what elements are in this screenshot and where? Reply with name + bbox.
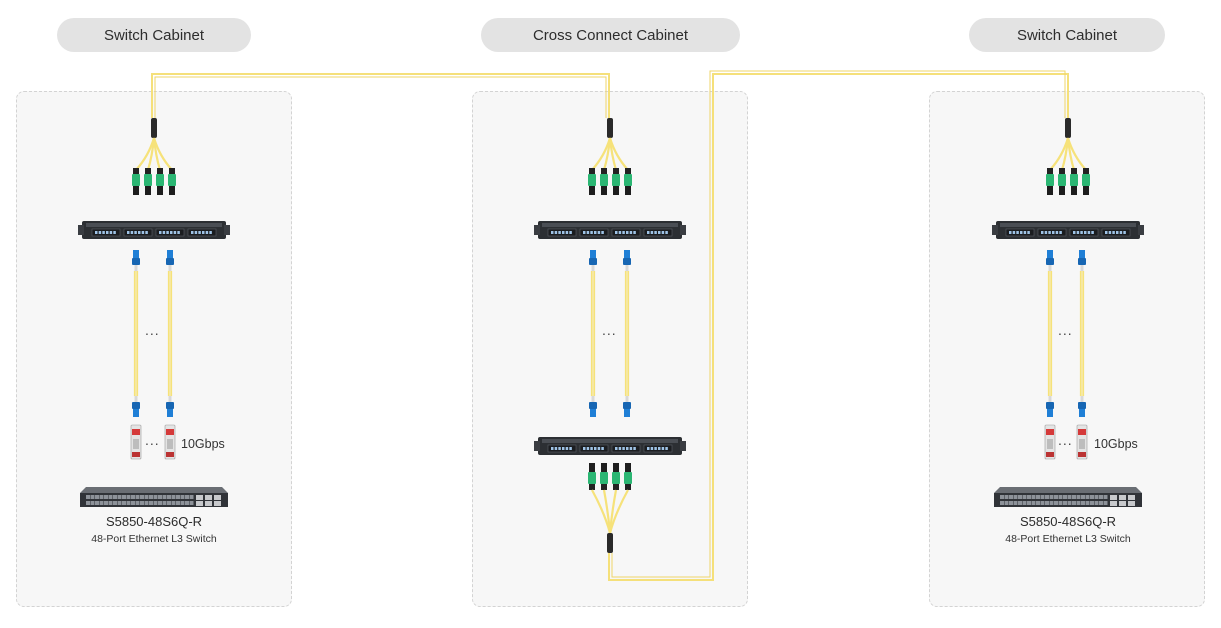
fiber-panel-right <box>992 221 1144 239</box>
cabinet-title-middle: Cross Connect Cabinet <box>481 18 740 52</box>
ellipsis-left-fiber: ... <box>145 322 160 338</box>
sfp-left-1 <box>130 424 142 460</box>
switch-description-left: 48-Port Ethernet L3 Switch <box>91 533 217 545</box>
ellipsis-middle-fiber: ... <box>602 322 617 338</box>
switch-model-right: S5850-48S6Q-R <box>1019 514 1117 529</box>
sfp-right-1 <box>1044 424 1056 460</box>
lc-patch-cord-right-1 <box>1046 250 1054 417</box>
ethernet-switch-left <box>80 487 228 507</box>
trunk-cable-middle-right <box>608 70 1069 581</box>
lc-patch-cord-right-2 <box>1078 250 1086 417</box>
mtp-breakout-right <box>1046 118 1090 195</box>
lc-patch-cord-left-1 <box>132 250 140 417</box>
mtp-breakout-middle-top <box>588 118 632 195</box>
cabinet-title-right: Switch Cabinet <box>969 18 1165 52</box>
mtp-breakout-left <box>132 118 176 195</box>
trunk-cable-left-middle <box>151 73 610 118</box>
sfp-right-2 <box>1076 424 1088 460</box>
ellipsis-right-fiber: ... <box>1058 322 1073 338</box>
lc-patch-cord-left-2 <box>166 250 174 417</box>
mtp-breakout-middle-bottom <box>588 463 632 553</box>
lc-patch-cord-middle-1 <box>589 250 597 417</box>
switch-label-right: S5850-48S6Q-R 48-Port Ethernet L3 Switch <box>964 514 1172 545</box>
cabinet-title-left: Switch Cabinet <box>57 18 251 52</box>
lc-patch-cord-middle-2 <box>623 250 631 417</box>
fiber-panel-middle-bottom <box>534 437 686 455</box>
cabinet-middle <box>472 91 748 607</box>
fiber-panel-middle-top <box>534 221 686 239</box>
switch-model-left: S5850-48S6Q-R <box>105 514 203 529</box>
switch-label-left: S5850-48S6Q-R 48-Port Ethernet L3 Switch <box>50 514 258 545</box>
ellipsis-left-sfp: ... <box>145 432 160 448</box>
cabinet-right <box>929 91 1205 607</box>
ethernet-switch-right <box>994 487 1142 507</box>
switch-description-right: 48-Port Ethernet L3 Switch <box>1005 533 1131 545</box>
speed-label-left: 10Gbps <box>181 437 225 451</box>
ellipsis-right-sfp: ... <box>1058 432 1073 448</box>
speed-label-right: 10Gbps <box>1094 437 1138 451</box>
fiber-panel-left <box>78 221 230 239</box>
cabinet-left <box>16 91 292 607</box>
sfp-left-2 <box>164 424 176 460</box>
